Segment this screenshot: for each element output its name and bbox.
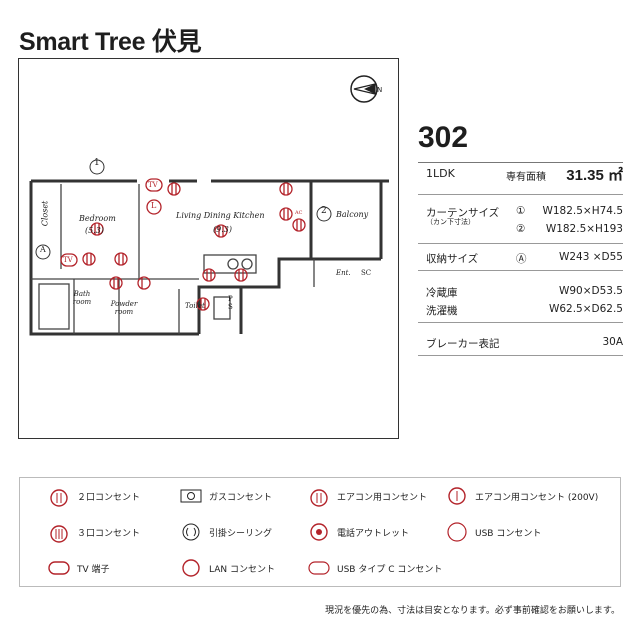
curtain-2-mark: ②: [516, 223, 526, 235]
usb-label: USB コンセント: [475, 528, 542, 539]
pipe-space-label: P S: [228, 295, 233, 311]
storage-size: W243 ×D55: [558, 251, 623, 263]
outlet2-icon: [48, 485, 70, 507]
ac-outlet-label: AC: [295, 210, 303, 216]
powder-label: Powder room: [110, 300, 138, 316]
legend-ceiling: 引掛シーリング: [180, 521, 272, 543]
legend-ac200: エアコン用コンセント (200V): [446, 485, 598, 507]
storage-mark: Ⓐ: [516, 253, 527, 265]
curtain-sub-label: （カン下寸法）: [426, 218, 475, 226]
divider: [418, 355, 623, 356]
curtain-label: カーテンサイズ: [426, 207, 500, 219]
tv-outlet-label-bedroom: TV: [63, 256, 73, 264]
bedroom-size: (5.3): [85, 226, 104, 235]
legend-usbc: USB タイプ C コンセント: [308, 557, 442, 579]
divider: [418, 162, 623, 163]
curtain-1-mark: ①: [516, 205, 526, 217]
closet-label: Closet: [40, 200, 50, 227]
spec-panel: 302 1LDK 専有面積 31.35 ㎡ カーテンサイズ ① W182.5×H…: [418, 120, 623, 356]
property-title: Smart Tree 伏見: [19, 28, 202, 56]
toilet-label: Toilet: [185, 302, 205, 310]
tv-outlet-label: TV: [148, 181, 158, 189]
divider: [418, 322, 623, 323]
phone-label: 電話アウトレット: [337, 528, 410, 539]
legend-usb: USB コンセント: [446, 521, 541, 543]
phone-outlet-icon: [308, 521, 330, 543]
layout-type: 1LDK: [426, 167, 455, 180]
divider: [418, 194, 623, 195]
legend-gas: ガスコンセント: [180, 485, 272, 507]
curtain-1-size: W182.5×H74.5: [542, 205, 623, 217]
legend-lan: LAN コンセント: [180, 557, 275, 579]
ac-200v-outlet-icon: [446, 485, 468, 507]
divider: [418, 243, 623, 244]
area-value: 31.35 ㎡: [566, 167, 623, 184]
washer-label: 洗濯機: [426, 305, 458, 317]
curtain-2-size: W182.5×H193: [545, 223, 623, 235]
entrance-label: Ent.: [336, 269, 351, 277]
outlet3-label: ３口コンセント: [77, 528, 141, 539]
legend-phone: 電話アウトレット: [308, 521, 409, 543]
legend-box: ２口コンセント ガスコンセント エアコン用コンセント エアコン用コンセント (2…: [19, 477, 621, 587]
ldk-label: Living Dining Kitchen: [176, 211, 265, 220]
usbc-label: USB タイプ C コンセント: [337, 564, 443, 575]
usb-c-outlet-icon: [308, 557, 330, 579]
svg-text:N: N: [377, 86, 382, 94]
legend-ac: エアコン用コンセント: [308, 485, 427, 507]
floorplan-drawing: [29, 159, 389, 336]
tv-outlet-icon: [48, 557, 70, 579]
legend-outlet2: ２口コンセント: [48, 485, 140, 507]
gas-label: ガスコンセント: [209, 492, 273, 503]
bath-label: Bath room: [72, 290, 92, 306]
bedroom-label: Bedroom: [79, 214, 116, 223]
ac-outlet-icon: [308, 485, 330, 507]
fridge-label: 冷蔵庫: [426, 287, 458, 299]
north-compass-icon: N: [350, 75, 382, 103]
ac200-label: エアコン用コンセント (200V): [475, 492, 599, 503]
lan-label: LAN コンセント: [209, 564, 275, 575]
room-number: 302: [418, 121, 469, 154]
window-marker-2: 2: [321, 206, 327, 216]
tv-label: TV 端子: [77, 564, 110, 575]
outlet3-icon: [48, 521, 70, 543]
area-label: 専有面積: [506, 172, 546, 183]
storage-label: 収納サイズ: [426, 253, 479, 265]
floorplan-frame: 1 2 A Closet Bedroom (5.3) Living Dining…: [18, 58, 399, 439]
ac-label: エアコン用コンセント: [337, 492, 428, 503]
breaker-value: 30A: [602, 336, 623, 348]
outlet2-label: ２口コンセント: [77, 492, 141, 503]
washer-size: W62.5×D62.5: [548, 303, 623, 315]
usb-outlet-icon: [446, 521, 468, 543]
legend-tv: TV 端子: [48, 557, 110, 579]
divider: [418, 270, 623, 271]
ldk-size: (9.3): [213, 225, 232, 234]
closet-marker: A: [40, 245, 46, 254]
ceiling-hook-icon: [180, 521, 202, 543]
window-marker-1: 1: [94, 158, 100, 168]
disclaimer-note: 現況を優先の為、寸法は目安となります。必ず事前確認をお願いします。: [325, 606, 620, 616]
breaker-label: ブレーカー表記: [426, 338, 500, 350]
lan-outlet-icon: [180, 557, 202, 579]
ceiling-label: 引掛シーリング: [209, 528, 273, 539]
fridge-size: W90×D53.5: [558, 285, 623, 297]
shoe-closet-label: SC: [361, 269, 372, 277]
legend-outlet3: ３口コンセント: [48, 521, 140, 543]
lan-outlet-label: L: [151, 201, 157, 210]
balcony-label: Balcony: [336, 210, 369, 219]
gas-outlet-icon: [180, 485, 202, 507]
